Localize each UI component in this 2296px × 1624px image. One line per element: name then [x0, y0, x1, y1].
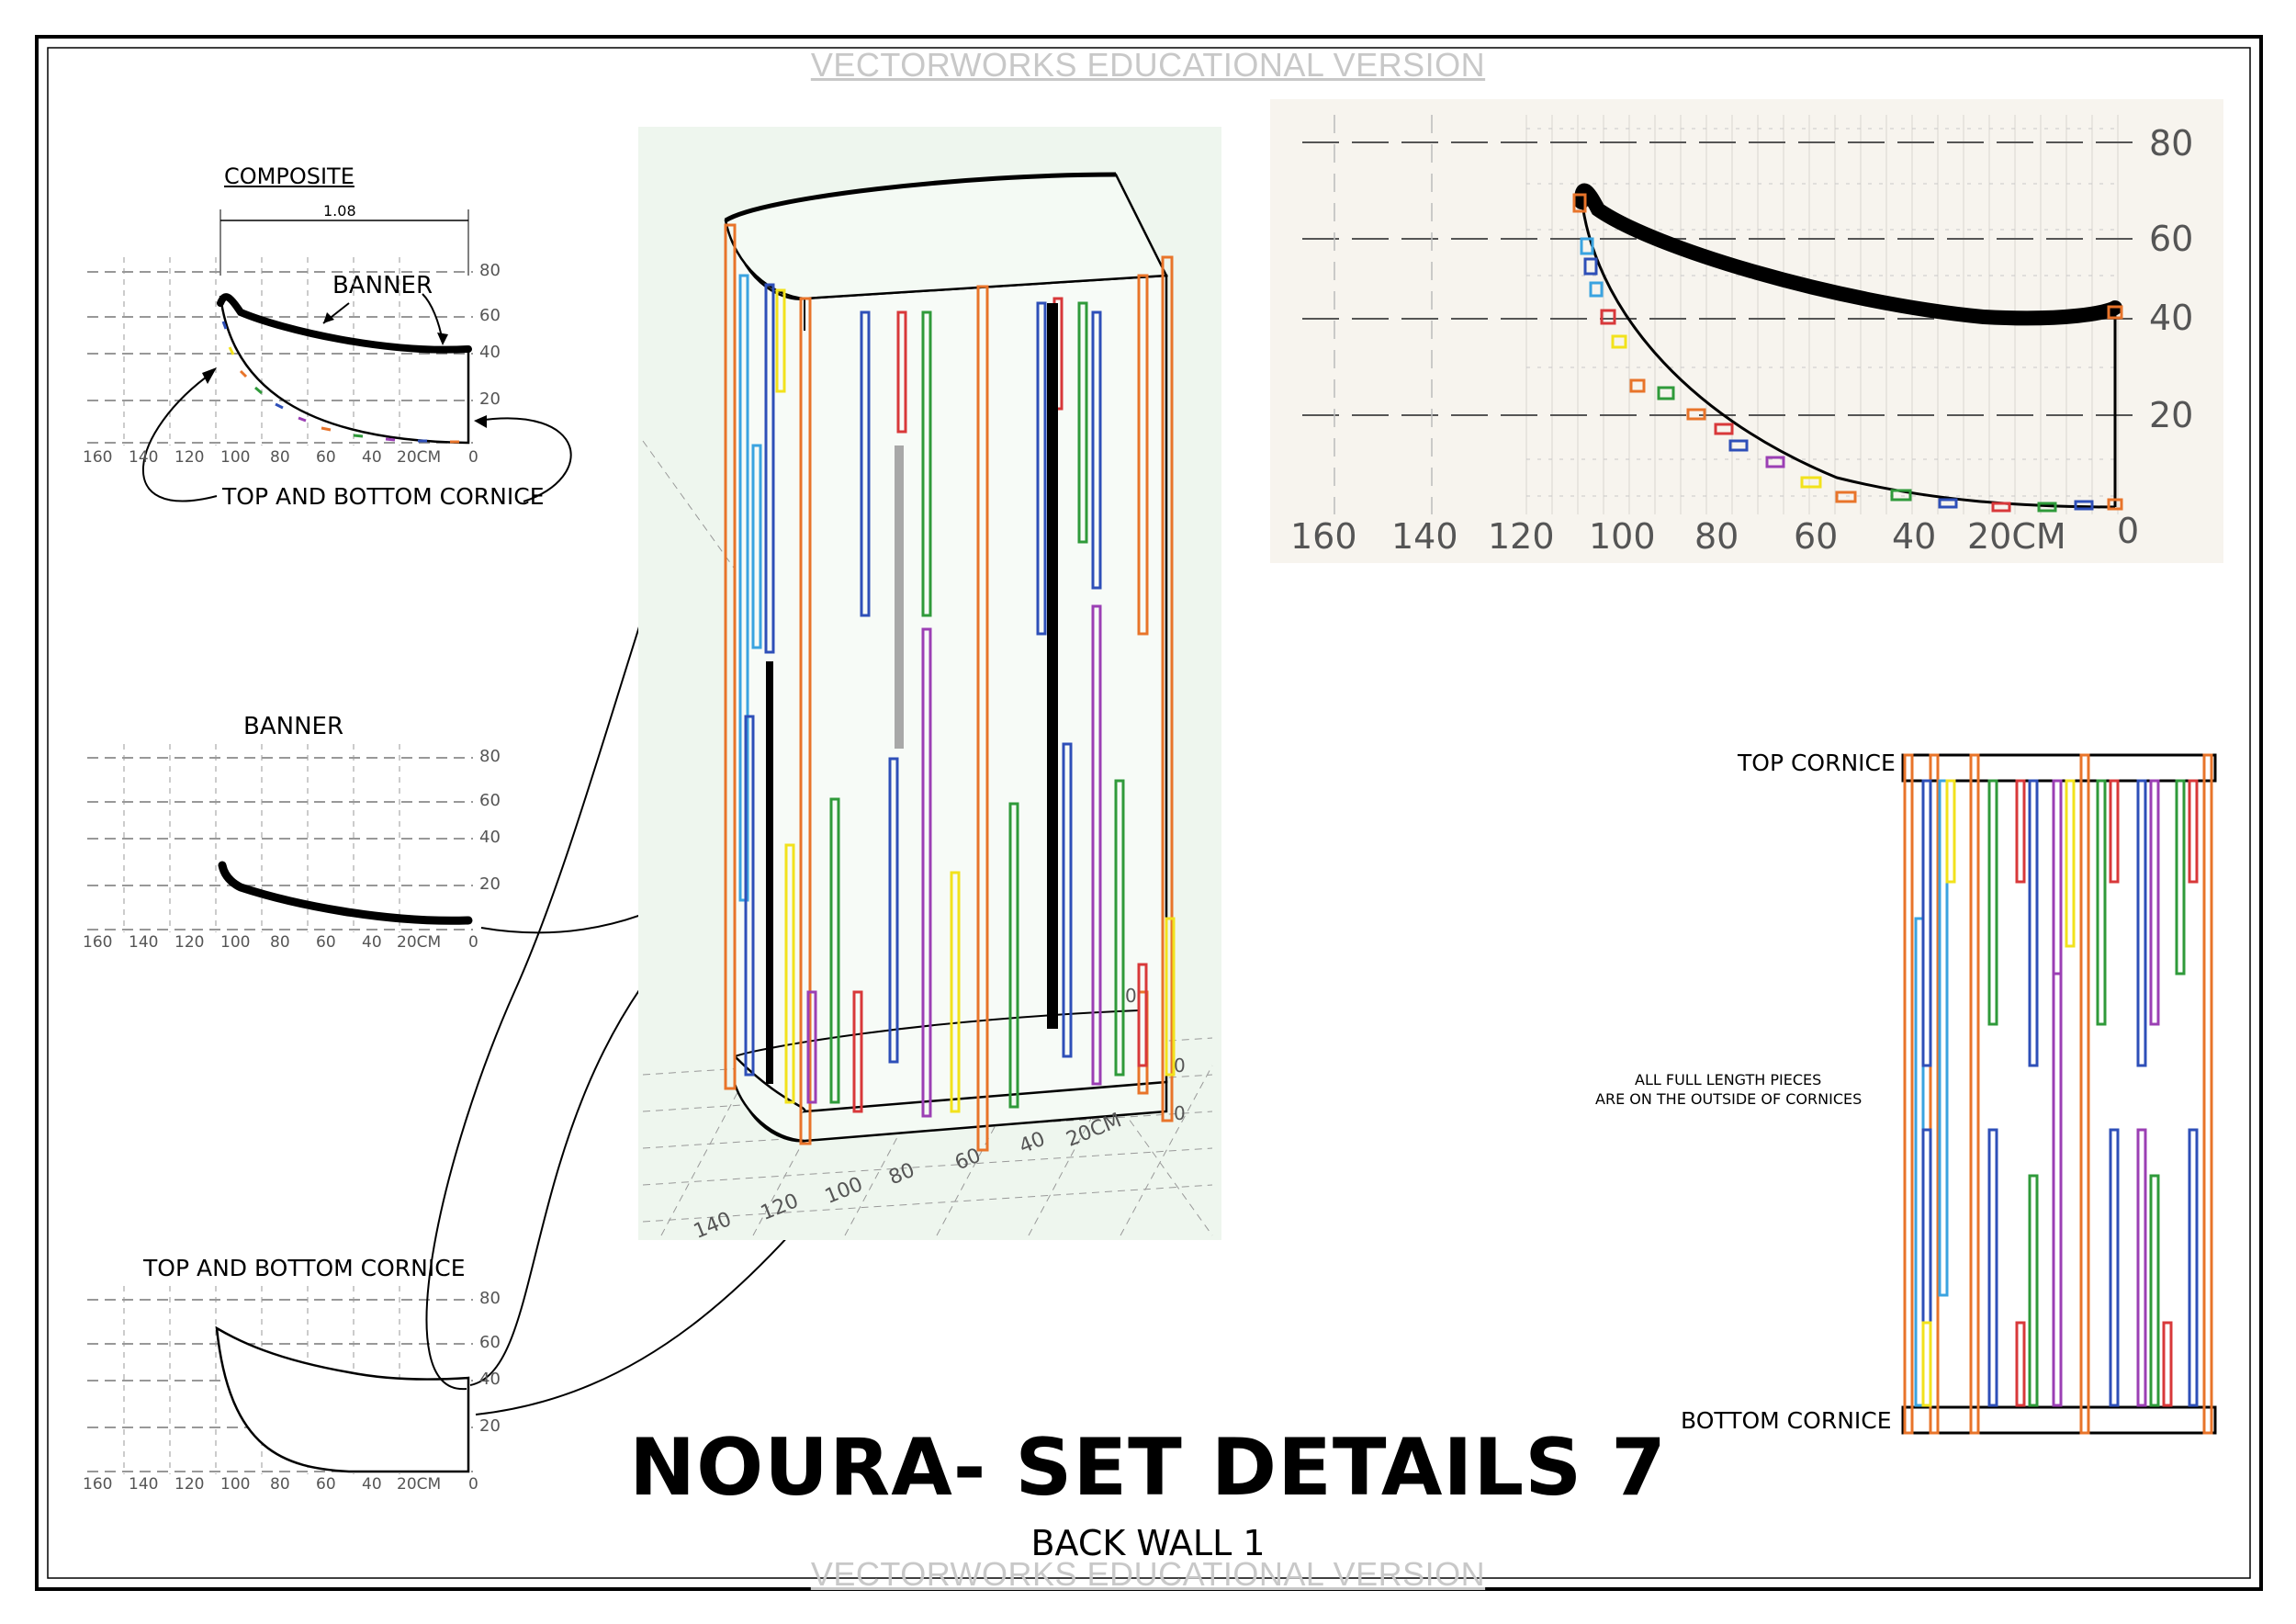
elevation-note-line1: ALL FULL LENGTH PIECES — [1635, 1071, 1822, 1088]
plan-x-tick: 100 — [1589, 516, 1656, 557]
composite-y-tick: 80 — [479, 261, 501, 280]
iso-side-tick: 0 — [1174, 1102, 1186, 1124]
cornice-x-tick: 20CM — [397, 1475, 442, 1494]
plan-x-tick: 140 — [1391, 516, 1458, 557]
elevation-note-line2: ARE ON THE OUTSIDE OF CORNICES — [1595, 1090, 1863, 1108]
composite-heading: COMPOSITE — [224, 164, 355, 189]
banner-heading: BANNER — [243, 713, 344, 740]
cornice-heading: TOP AND BOTTOM CORNICE — [143, 1255, 466, 1281]
banner-x-tick: 100 — [220, 933, 251, 952]
cornice-x-tick: 120 — [174, 1475, 205, 1494]
elevation-top-label: TOP CORNICE — [1738, 750, 1896, 776]
banner-x-tick: 140 — [129, 933, 159, 952]
cornice-y-tick: 80 — [479, 1289, 501, 1308]
composite-x-tick: 140 — [129, 448, 159, 467]
page-title: NOURA- SET DETAILS 7 — [629, 1422, 1667, 1514]
composite-banner-label: BANNER — [332, 272, 433, 299]
plan-x-tick: 40 — [1892, 516, 1937, 557]
plan-x-tick: 160 — [1290, 516, 1357, 557]
banner-x-tick: 80 — [270, 933, 290, 952]
composite-x-tick: 80 — [270, 448, 290, 467]
banner-x-tick: 20CM — [397, 933, 442, 952]
cornice-x-tick: 140 — [129, 1475, 159, 1494]
plan-x-tick: 60 — [1794, 516, 1839, 557]
composite-y-tick: 40 — [479, 343, 501, 362]
watermark-bottom: VECTORWORKS EDUCATIONAL VERSION — [810, 1555, 1486, 1593]
composite-x-tick: 120 — [174, 448, 205, 467]
composite-dimension: 1.08 — [323, 202, 356, 220]
plan-x-tick: 0 — [2117, 511, 2140, 551]
banner-y-tick: 80 — [479, 747, 501, 766]
banner-x-tick: 40 — [362, 933, 382, 952]
plan-y-tick: 20 — [2149, 395, 2194, 435]
cornice-y-tick: 40 — [479, 1370, 501, 1389]
page-subtitle: BACK WALL 1 — [1030, 1523, 1266, 1563]
plan-x-tick: 120 — [1488, 516, 1555, 557]
banner-x-tick: 60 — [316, 933, 336, 952]
composite-y-tick: 20 — [479, 389, 501, 409]
composite-x-tick: 160 — [83, 448, 113, 467]
plan-y-tick: 60 — [2149, 219, 2194, 259]
plan-y-tick: 80 — [2149, 123, 2194, 164]
banner-x-tick: 0 — [468, 933, 478, 952]
composite-x-tick: 100 — [220, 448, 251, 467]
banner-x-tick: 160 — [83, 933, 113, 952]
composite-x-tick: 40 — [362, 448, 382, 467]
banner-y-tick: 60 — [479, 791, 501, 810]
composite-x-tick: 60 — [316, 448, 336, 467]
cornice-x-tick: 60 — [316, 1475, 336, 1494]
elevation-bottom-label: BOTTOM CORNICE — [1681, 1407, 1892, 1434]
cornice-y-tick: 60 — [479, 1333, 501, 1352]
iso-side-tick: 0 — [1125, 985, 1137, 1007]
plan-x-tick: 20CM — [1967, 516, 2066, 557]
cornice-x-tick: 80 — [270, 1475, 290, 1494]
banner-y-tick: 40 — [479, 828, 501, 847]
cornice-x-tick: 160 — [83, 1475, 113, 1494]
composite-cornice-label: TOP AND BOTTOM CORNICE — [222, 483, 545, 510]
banner-y-tick: 20 — [479, 874, 501, 894]
cornice-y-tick: 20 — [479, 1416, 501, 1436]
cornice-x-tick: 100 — [220, 1475, 251, 1494]
composite-x-tick: 0 — [468, 448, 478, 467]
banner-x-tick: 120 — [174, 933, 205, 952]
cornice-x-tick: 0 — [468, 1475, 478, 1494]
cornice-x-tick: 40 — [362, 1475, 382, 1494]
composite-x-tick: 20CM — [397, 448, 442, 467]
composite-y-tick: 60 — [479, 306, 501, 325]
plan-x-tick: 80 — [1694, 516, 1739, 557]
iso-side-tick: 0 — [1174, 1054, 1186, 1077]
watermark-top: VECTORWORKS EDUCATIONAL VERSION — [810, 46, 1486, 84]
plan-y-tick: 40 — [2149, 298, 2194, 338]
